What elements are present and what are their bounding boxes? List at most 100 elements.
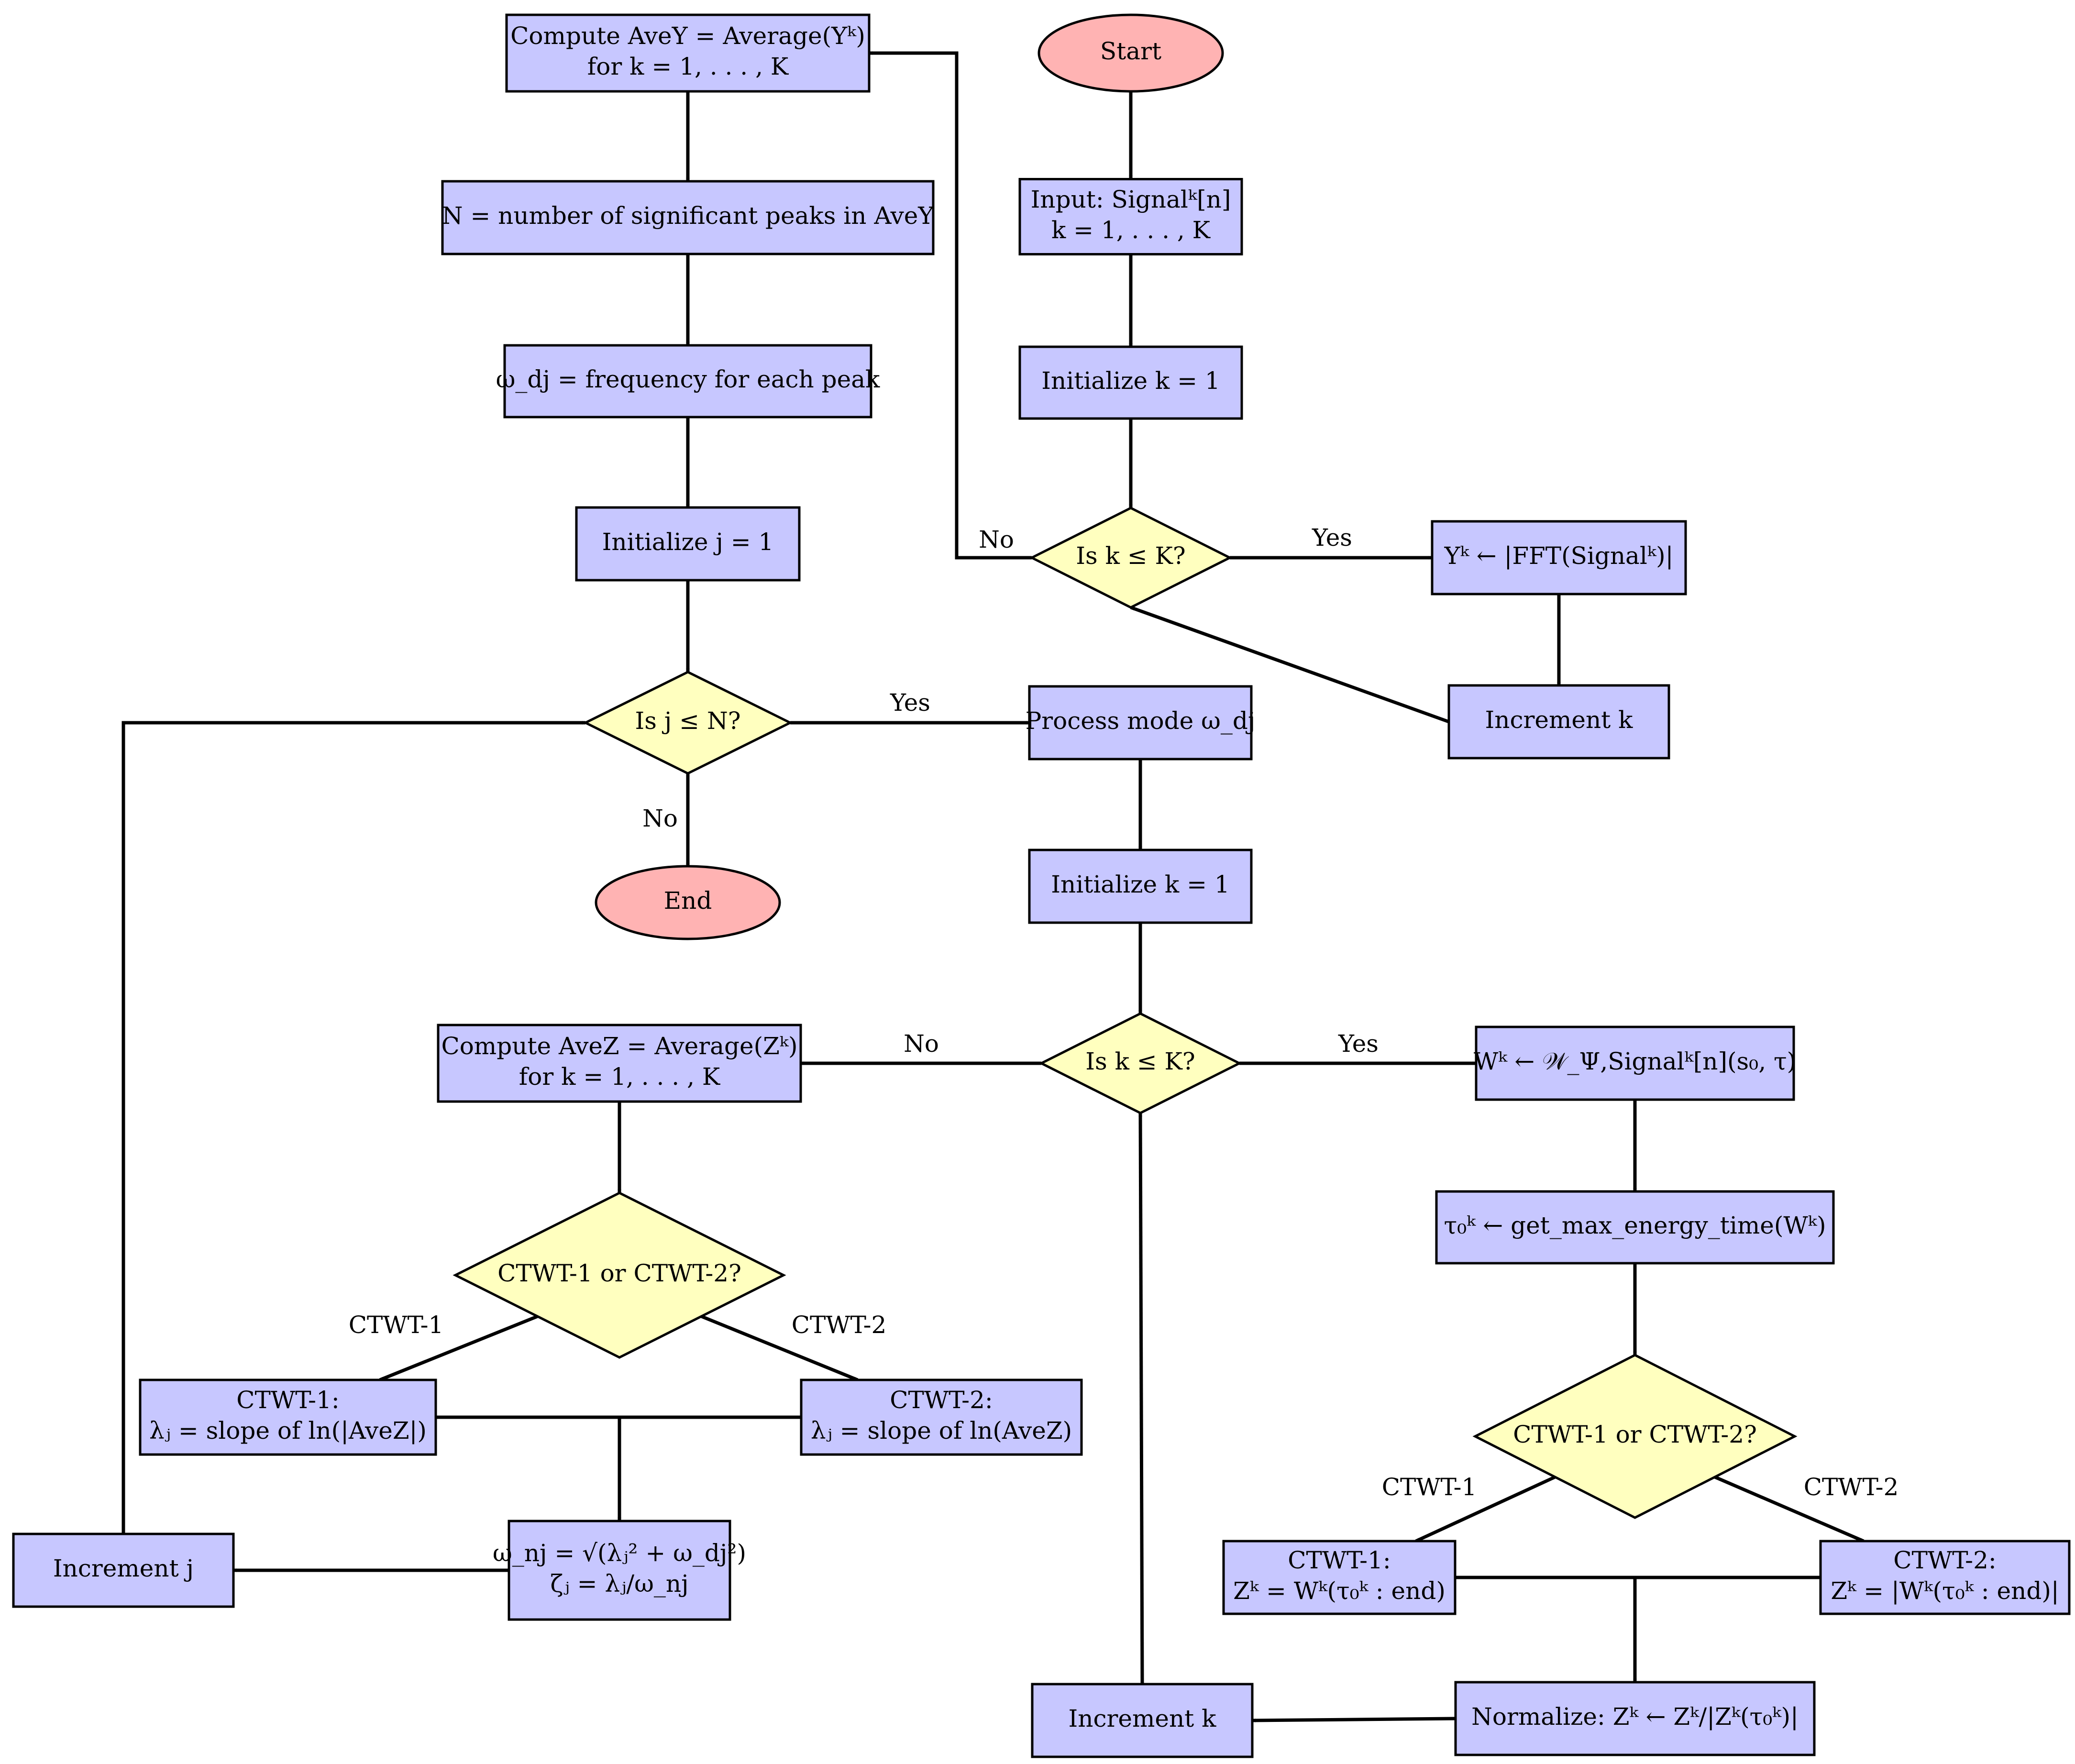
node-label: CTWT-1 or CTWT-2?: [497, 1259, 741, 1287]
node-label: Normalize: Zᵏ ← Zᵏ/|Zᵏ(τ₀ᵏ)|: [1471, 1703, 1799, 1731]
node-label: Zᵏ = |Wᵏ(τ₀ᵏ : end)|: [1831, 1577, 2059, 1605]
node-omegan: ω_nj = √(λⱼ² + ω_dj²) ζⱼ = λⱼ/ω_nj: [493, 1520, 746, 1621]
process-shape: [1222, 1540, 1457, 1615]
process-shape: [503, 344, 872, 419]
node-label: N = number of significant peaks in AveY: [442, 202, 935, 230]
edge-line: [121, 721, 586, 1534]
process-shape: [437, 1024, 802, 1103]
node-label: Process mode ω_dj: [1026, 707, 1256, 735]
edge-line: [1130, 606, 1450, 724]
node-label: Increment k: [1485, 706, 1634, 734]
process-shape: [508, 1520, 731, 1621]
node-label: CTWT-1:: [1288, 1546, 1391, 1574]
node-label: Compute AveZ = Average(Zᵏ): [441, 1032, 797, 1060]
node-tau: τ₀ᵏ ← get_max_energy_time(Wᵏ): [1435, 1190, 1835, 1265]
node-ctwt1l: CTWT-1:λⱼ = slope of ln(|AveZ|): [139, 1378, 437, 1456]
process-shape: [1028, 685, 1253, 761]
node-initk1: Initialize k = 1: [1018, 345, 1243, 420]
node-label: ω_dj = frequency for each peak: [496, 365, 880, 393]
edge-line: [869, 51, 1032, 560]
node-label: CTWT-1 or CTWT-2?: [1513, 1421, 1757, 1448]
process-shape: [505, 13, 871, 93]
node-label: Compute AveY = Average(Yᵏ): [510, 22, 865, 50]
node-avey: Compute AveY = Average(Yᵏ) for k = 1, . .…: [505, 13, 871, 93]
edge-inck1-to-dec1: [1130, 606, 1450, 724]
node-label: CTWT-1:: [236, 1386, 339, 1414]
edge-dec3-to-ctwt2r: CTWT-2: [1714, 1473, 1899, 1543]
process-shape: [12, 1532, 235, 1608]
edge-label: No: [979, 526, 1014, 553]
node-label: Initialize j = 1: [602, 528, 774, 556]
node-label: for k = 1, . . . , K: [519, 1063, 721, 1091]
node-label: for k = 1, . . . , K: [587, 53, 789, 80]
edge-inck2-to-dec2: [1138, 1113, 1144, 1685]
node-procmode: Process mode ω_dj: [1026, 685, 1256, 761]
node-label: Increment j: [53, 1555, 194, 1582]
process-shape: [1819, 1540, 2071, 1615]
node-ctwt2r: CTWT-2:Zᵏ = |Wᵏ(τ₀ᵏ : end)|: [1819, 1540, 2071, 1615]
process-shape: [1454, 1681, 1816, 1756]
node-label: Initialize k = 1: [1051, 871, 1229, 898]
process-shape: [1447, 684, 1670, 760]
node-incj: Increment j: [12, 1532, 235, 1608]
edge-label: CTWT-2: [1804, 1473, 1899, 1501]
node-dec2: Is k ≤ K?: [1038, 1012, 1242, 1114]
edge-label: CTWT-1: [349, 1311, 444, 1339]
edge-dec3-to-ctwt1r: CTWT-1: [1382, 1473, 1556, 1543]
process-shape: [575, 506, 801, 582]
decision-shape: [583, 671, 793, 775]
process-shape: [800, 1378, 1083, 1456]
node-input: Input: Signalᵏ[n]k = 1, . . . , K: [1018, 178, 1243, 255]
node-avez: Compute AveZ = Average(Zᵏ) for k = 1, . .…: [437, 1024, 802, 1103]
edge-decj-to-end: No: [642, 773, 690, 867]
node-label: k = 1, . . . , K: [1051, 216, 1211, 244]
edge-dec2-to-avez: No: [800, 1030, 1041, 1065]
edge-dec4-to-ctwt2l: CTWT-2: [700, 1311, 887, 1382]
node-npeaks: N = number of significant peaks in AveY: [441, 180, 935, 255]
terminal-shape: [595, 865, 781, 940]
edge-line: [1252, 1717, 1456, 1722]
edge-label: Yes: [1338, 1030, 1379, 1058]
decision-shape: [1038, 1012, 1242, 1114]
process-shape: [1431, 520, 1687, 595]
node-decj: Is j ≤ N?: [583, 671, 793, 775]
terminal-shape: [1038, 13, 1224, 93]
node-omegad: ω_dj = frequency for each peak: [496, 344, 880, 419]
node-normalize: Normalize: Zᵏ ← Zᵏ/|Zᵏ(τ₀ᵏ)|: [1454, 1681, 1816, 1756]
node-wk: Wᵏ ← 𝒲_Ψ,Signalᵏ[n](s₀, τ): [1474, 1025, 1796, 1101]
edge-line: [700, 1314, 859, 1382]
edge-label: CTWT-2: [792, 1311, 887, 1339]
node-label: λⱼ = slope of ln(AveZ): [811, 1417, 1072, 1444]
node-label: Is k ≤ K?: [1085, 1047, 1195, 1075]
node-label: Initialize k = 1: [1041, 367, 1220, 395]
node-label: Increment k: [1069, 1705, 1217, 1732]
edge-label: No: [904, 1030, 939, 1058]
edge-label: Yes: [890, 689, 930, 717]
node-label: Start: [1100, 37, 1161, 65]
process-shape: [1028, 849, 1253, 924]
decision-shape: [1029, 507, 1233, 609]
edge-line: [379, 1314, 539, 1382]
node-inck2: Increment k: [1031, 1683, 1254, 1758]
edge-line: [1415, 1475, 1556, 1543]
edge-incj-to-decj: [121, 721, 586, 1534]
decision-shape: [1472, 1354, 1798, 1519]
node-label: End: [664, 887, 712, 915]
edge-line: [1138, 1113, 1144, 1685]
node-initk2: Initialize k = 1: [1028, 849, 1253, 924]
node-label: ω_nj = √(λⱼ² + ω_dj²): [493, 1539, 746, 1567]
process-shape: [1475, 1025, 1795, 1101]
node-label: Is k ≤ K?: [1076, 542, 1185, 570]
process-shape: [1031, 1683, 1254, 1758]
node-inck1: Increment k: [1447, 684, 1670, 760]
node-ctwt2l: CTWT-2:λⱼ = slope of ln(AveZ): [800, 1378, 1083, 1456]
decision-shape: [453, 1191, 786, 1359]
edge-label: Yes: [1312, 524, 1352, 551]
edge-dec4-to-ctwt1l: CTWT-1: [349, 1311, 539, 1382]
node-label: τ₀ᵏ ← get_max_energy_time(Wᵏ): [1444, 1212, 1826, 1239]
node-label: ζⱼ = λⱼ/ω_nj: [550, 1570, 688, 1598]
process-shape: [441, 180, 935, 255]
node-initj: Initialize j = 1: [575, 506, 801, 582]
process-shape: [1435, 1190, 1835, 1265]
